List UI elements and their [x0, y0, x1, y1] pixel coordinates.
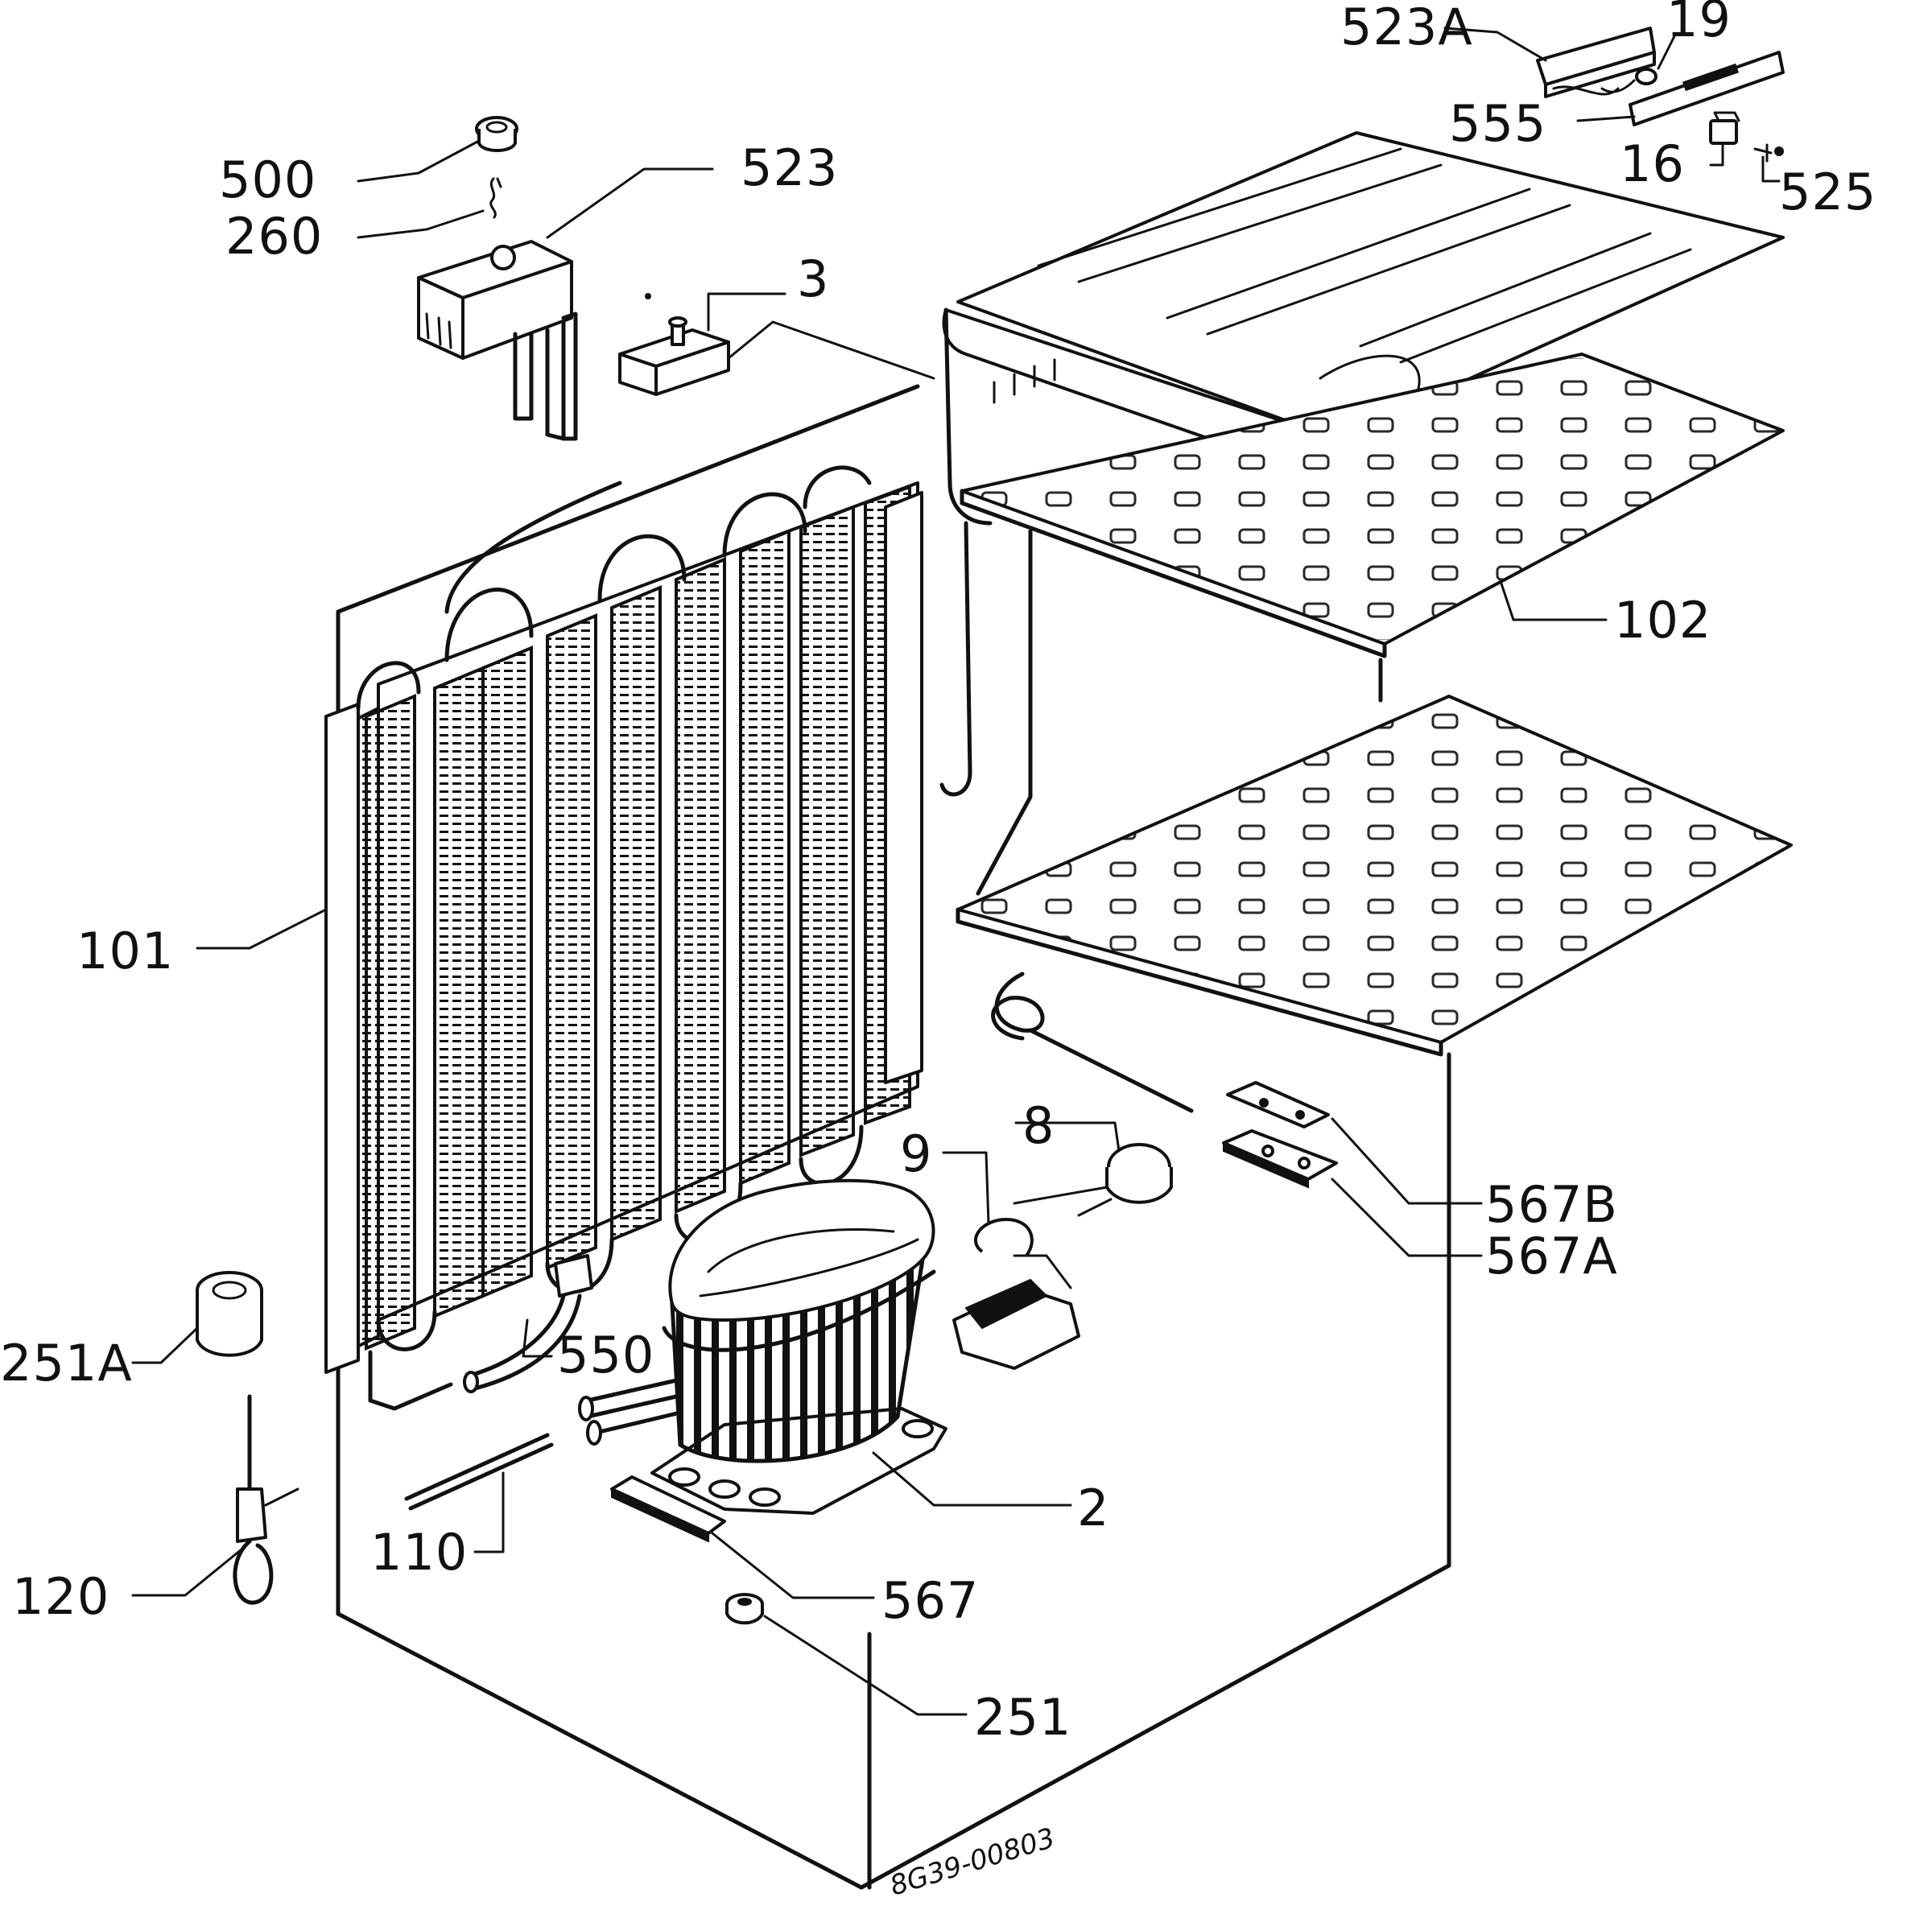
label-550: 550: [557, 1326, 654, 1384]
label-523A: 523A: [1340, 0, 1473, 56]
label-16: 16: [1620, 134, 1685, 193]
label-567B: 567B: [1485, 1175, 1618, 1234]
label-525: 525: [1779, 163, 1876, 221]
filter-drier: [233, 1394, 299, 1605]
rod: [404, 1433, 554, 1511]
condenser-fin-columns: [345, 485, 911, 1355]
label-251: 251: [974, 1688, 1071, 1747]
label-555: 555: [1449, 94, 1546, 153]
label-101: 101: [76, 922, 174, 980]
mounting-plate: [610, 1475, 726, 1543]
label-110: 110: [370, 1523, 468, 1582]
condenser: [324, 465, 923, 1411]
label-120: 120: [12, 1567, 109, 1626]
starting-relay: [952, 1218, 1080, 1370]
label-102: 102: [1614, 591, 1711, 650]
leader-lines: [131, 27, 1781, 1716]
drawing-code: 8G39-00803: [886, 1821, 1059, 1902]
thermostat-housing: [417, 240, 578, 441]
grommet: [725, 1593, 764, 1625]
overload-protector: [1013, 1143, 1173, 1217]
lamp-assembly: [1536, 27, 1785, 163]
mounting-brackets: [1222, 1081, 1338, 1189]
label-2: 2: [1077, 1479, 1109, 1537]
label-567: 567: [881, 1571, 979, 1630]
thermostat: [618, 293, 935, 396]
label-500: 500: [219, 151, 316, 209]
label-567A: 567A: [1485, 1227, 1618, 1285]
label-251A: 251A: [0, 1334, 133, 1392]
label-9: 9: [900, 1124, 932, 1183]
sleeve: [196, 1271, 263, 1357]
label-8: 8: [1022, 1096, 1055, 1155]
thermostat-knob: [475, 116, 518, 152]
clip-spring: [489, 177, 502, 219]
label-19: 19: [1666, 0, 1732, 48]
label-260: 260: [225, 207, 323, 266]
compressor: [578, 1178, 947, 1515]
label-523: 523: [741, 138, 838, 197]
label-3: 3: [797, 250, 829, 308]
drain-hose: [463, 1254, 593, 1393]
